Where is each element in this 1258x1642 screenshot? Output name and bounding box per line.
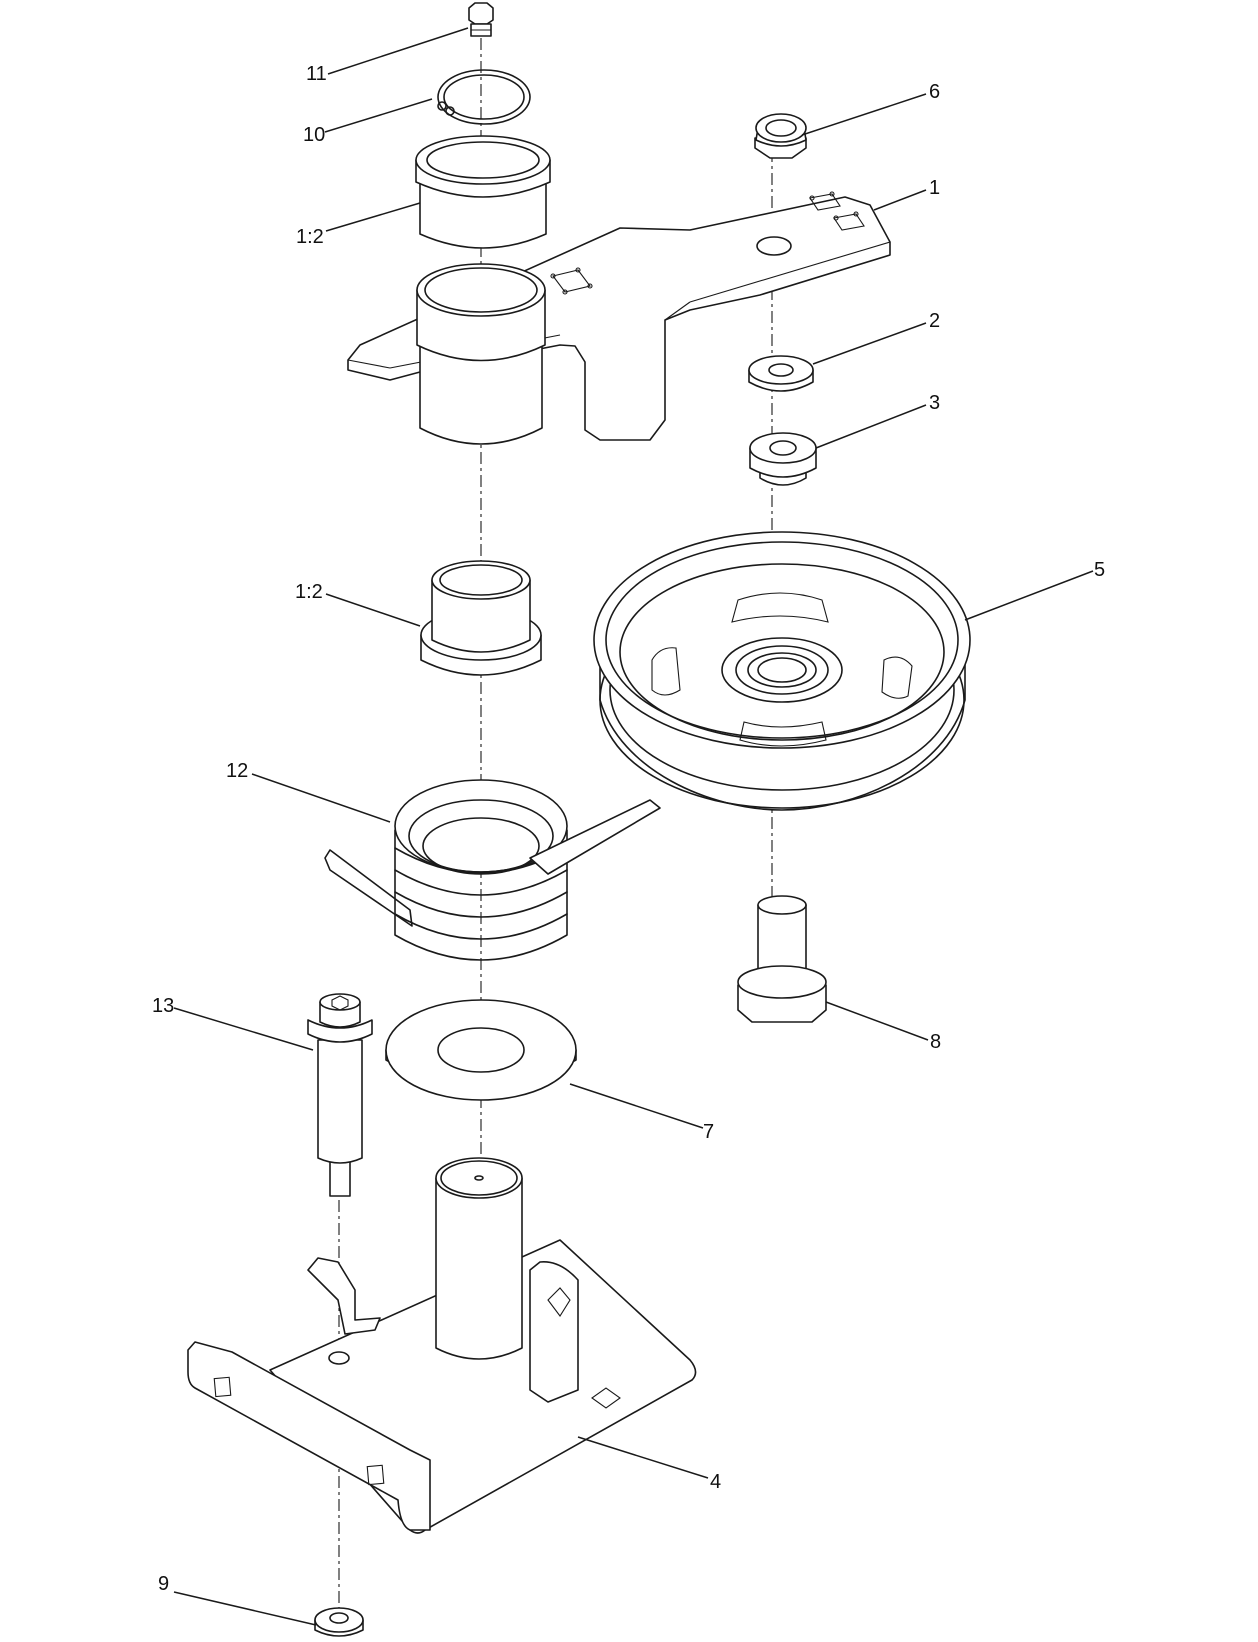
spacer-part bbox=[749, 432, 817, 486]
callout-1-2-upper: 1:2 bbox=[296, 226, 324, 248]
callout-7: 7 bbox=[703, 1121, 714, 1143]
callout-6: 6 bbox=[929, 81, 940, 103]
callout-3: 3 bbox=[929, 392, 940, 414]
callout-8: 8 bbox=[930, 1031, 941, 1053]
flange-nut-part bbox=[314, 1607, 364, 1637]
callout-labels: 11 10 1:2 6 1 2 3 5 1:2 12 8 13 7 4 9 bbox=[152, 63, 1105, 1595]
shoulder-bolt-part bbox=[307, 993, 373, 1197]
flanged-bushing-lower-part bbox=[420, 560, 542, 676]
flanged-bushing-upper-part bbox=[415, 135, 551, 249]
washer-part bbox=[748, 355, 814, 392]
flange-bolt-part bbox=[737, 895, 827, 1023]
callout-2: 2 bbox=[929, 310, 940, 332]
callout-5: 5 bbox=[1094, 559, 1105, 581]
torsion-spring-part bbox=[324, 779, 661, 961]
idler-arm-part bbox=[347, 191, 891, 445]
thrust-washer-part bbox=[385, 999, 577, 1101]
callout-12: 12 bbox=[226, 760, 248, 782]
lock-nut-part bbox=[754, 113, 807, 159]
callout-13: 13 bbox=[152, 995, 174, 1017]
callout-4: 4 bbox=[710, 1471, 721, 1493]
callout-10: 10 bbox=[303, 124, 325, 146]
grease-fitting-part bbox=[468, 2, 494, 37]
callout-1-2-lower: 1:2 bbox=[295, 581, 323, 603]
callout-11: 11 bbox=[306, 63, 327, 85]
callout-1: 1 bbox=[929, 177, 940, 199]
callout-9: 9 bbox=[158, 1573, 169, 1595]
retaining-ring-part bbox=[437, 69, 531, 125]
leader-lines bbox=[173, 27, 1094, 1626]
idler-pulley-part bbox=[593, 531, 971, 811]
mount-bracket-part bbox=[187, 1157, 697, 1534]
